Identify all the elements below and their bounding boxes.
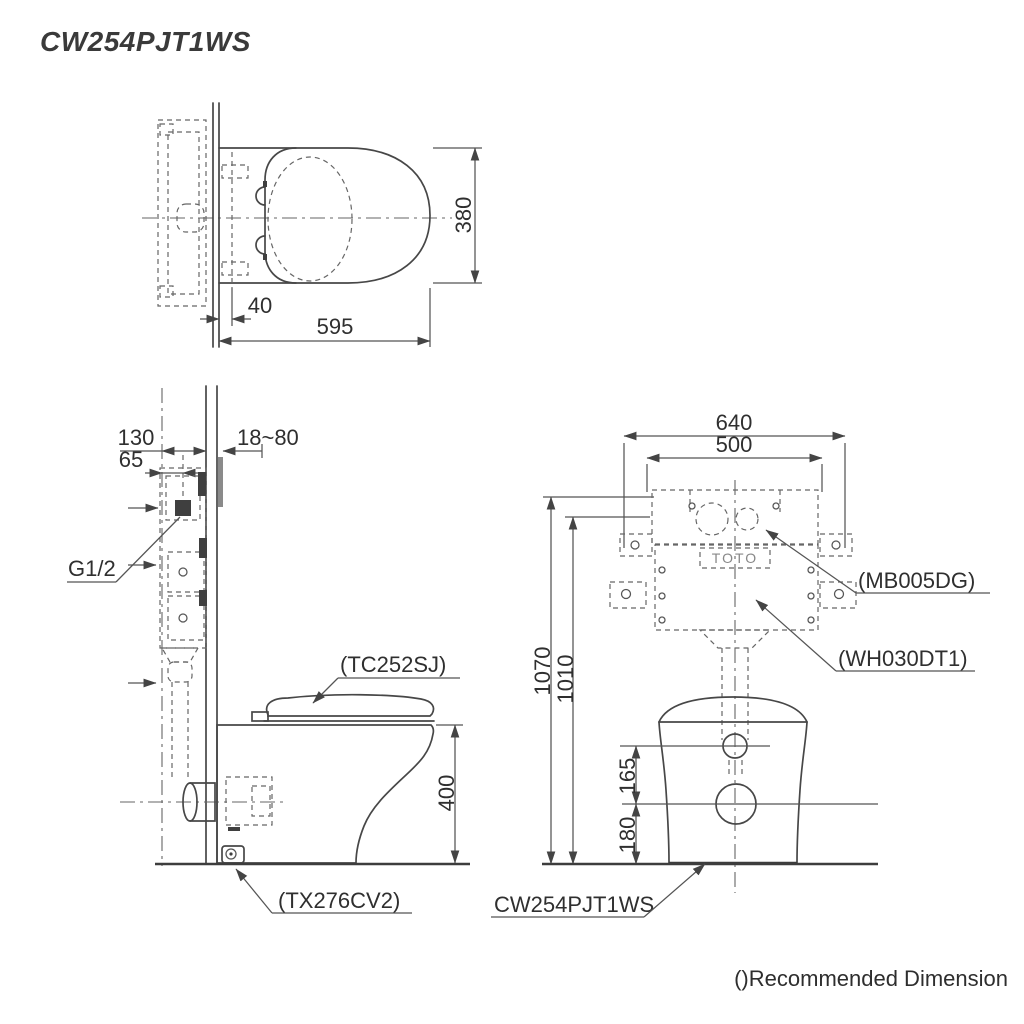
mb005dg-label: (MB005DG) [858, 568, 975, 593]
dim-wall-to-axis: 130 [118, 425, 207, 456]
lid-top-arc [658, 696, 808, 723]
dim-tank-top-height: 1010 [553, 516, 650, 865]
front-view: 640 500 1070 1010 [491, 410, 990, 918]
side-view: 130 18~80 65 [67, 385, 470, 914]
dim-400-label: 400 [434, 775, 459, 812]
top-view: 380 40 595 [142, 102, 482, 348]
dim-65-label: 65 [119, 447, 143, 472]
tc252sj-label: (TC252SJ) [340, 652, 446, 677]
connector-box-hidden [225, 776, 273, 826]
dim-165-label: 165 [615, 758, 640, 795]
label-concealed-tank: (WH030DT1) [755, 599, 975, 672]
flush-button-small [735, 507, 759, 531]
floor-fitting [221, 845, 245, 864]
seat-plan [218, 147, 431, 288]
cw254pjt1ws-label: CW254PJT1WS [494, 892, 654, 917]
tank-outlet-funnel [698, 629, 772, 649]
mount-bracket-lower-left [609, 581, 647, 609]
dim-595-label: 595 [317, 314, 354, 339]
cistern-frame-side [159, 467, 207, 780]
wh030dt1-label: (WH030DT1) [838, 646, 968, 671]
seat-hinge-side [251, 711, 269, 722]
toilet-front-outline [620, 696, 878, 865]
tx276cv2-label: (TX276CV2) [278, 888, 400, 913]
wall-plan [212, 102, 220, 348]
page-title: CW254PJT1WS [40, 26, 251, 57]
dim-1010-label: 1010 [553, 655, 578, 704]
dim-overall-depth: 595 [218, 288, 431, 347]
flush-plate-front [619, 489, 853, 557]
wall-finish-panel [218, 457, 223, 507]
label-floor-fitting: (TX276CV2) [235, 868, 412, 914]
dim-wall-to-hinge: 40 [200, 288, 272, 326]
hinge-bump-bottom [255, 235, 266, 255]
label-bowl-model: CW254PJT1WS [491, 863, 706, 918]
g12-label: G1/2 [68, 556, 116, 581]
mount-bracket-upper-right [819, 533, 853, 557]
bowl-hidden-outline [267, 156, 353, 282]
supply-pipe-through-wall [120, 776, 285, 831]
bowl-side-outline [216, 724, 435, 864]
dim-640-label: 640 [716, 410, 753, 435]
mount-bracket-upper-left [619, 533, 653, 557]
hinge-bump-top [255, 186, 266, 206]
flush-button-large [695, 502, 729, 536]
dim-1070-label: 1070 [530, 647, 555, 696]
dim-380-label: 380 [451, 197, 476, 234]
mount-bracket-lower-right [819, 581, 857, 609]
dim-18-80-label: 18~80 [237, 425, 299, 450]
label-seat-cover: (TC252SJ) [312, 652, 460, 704]
dim-130-label: 130 [118, 425, 155, 450]
seat-lid-side [265, 693, 435, 717]
water-inlet-fitting [175, 500, 191, 516]
footnote: ()Recommended Dimension [734, 966, 1008, 991]
dim-seat-width: 380 [433, 147, 482, 284]
seat-outline [264, 147, 431, 284]
tank-logo: TOTO [712, 550, 758, 566]
concealed-tank-plan [157, 119, 207, 307]
supply-direction-arrows [128, 503, 159, 688]
dim-500-label: 500 [716, 432, 753, 457]
label-flush-plate: (MB005DG) [765, 529, 990, 594]
concealed-tank-front: TOTO [609, 544, 857, 740]
dim-button-to-outlet: 165 [615, 745, 641, 805]
dim-frame-top-height: 1070 [530, 496, 654, 865]
dim-40-label: 40 [248, 293, 272, 318]
dim-rim-height: 400 [434, 724, 463, 864]
toilet-side-profile [216, 693, 435, 864]
hinge-plate-top [221, 164, 249, 179]
dim-tank-width: 500 [646, 432, 823, 492]
dim-wall-finish-range: 18~80 [222, 425, 299, 458]
hinge-plate-bottom [221, 261, 249, 276]
dim-outlet-height: 180 [615, 803, 641, 865]
label-water-inlet: G1/2 [67, 516, 181, 583]
dim-frame-width: 640 [623, 410, 846, 548]
dim-180-label: 180 [615, 817, 640, 854]
